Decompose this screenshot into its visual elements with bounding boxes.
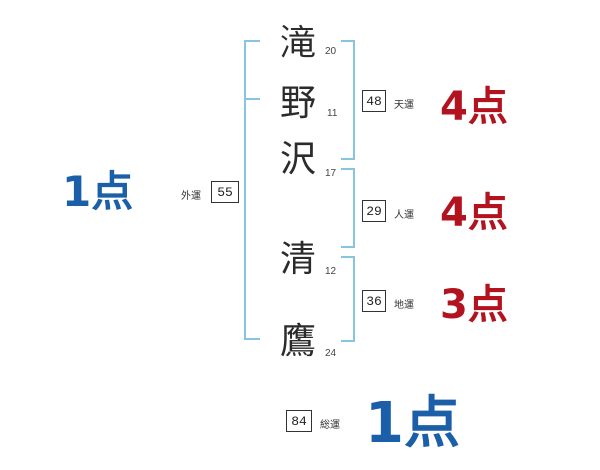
stroke-count-5: 24: [325, 348, 337, 359]
souun-score: 1点: [365, 391, 460, 456]
gaiun-value: 55: [211, 181, 239, 203]
stroke-count-2: 11: [327, 108, 338, 119]
stroke-count-4: 12: [325, 266, 337, 277]
gaiun-label: 外運: [181, 191, 201, 202]
chiun-label: 地運: [394, 300, 414, 311]
jinun-value: 29: [362, 200, 386, 222]
name-char-3: 沢: [279, 139, 316, 180]
souun-value: 84: [286, 410, 312, 432]
gaiun-score: 1点: [62, 167, 134, 216]
souun-label: 総運: [320, 420, 340, 431]
tenun-label: 天運: [394, 100, 414, 111]
name-char-4: 清: [279, 239, 316, 280]
name-char-5: 鷹: [279, 321, 316, 362]
stroke-count-1: 20: [325, 46, 337, 57]
jinun-label: 人運: [394, 210, 414, 221]
chiun-value: 36: [362, 290, 386, 312]
stroke-count-3: 17: [325, 168, 337, 179]
tenun-score: 4点: [440, 84, 508, 130]
tenun-value: 48: [362, 90, 386, 112]
jinun-score: 4点: [440, 190, 508, 236]
chiun-score: 3点: [440, 282, 508, 328]
name-char-1: 滝: [279, 23, 316, 64]
name-char-2: 野: [279, 83, 316, 124]
